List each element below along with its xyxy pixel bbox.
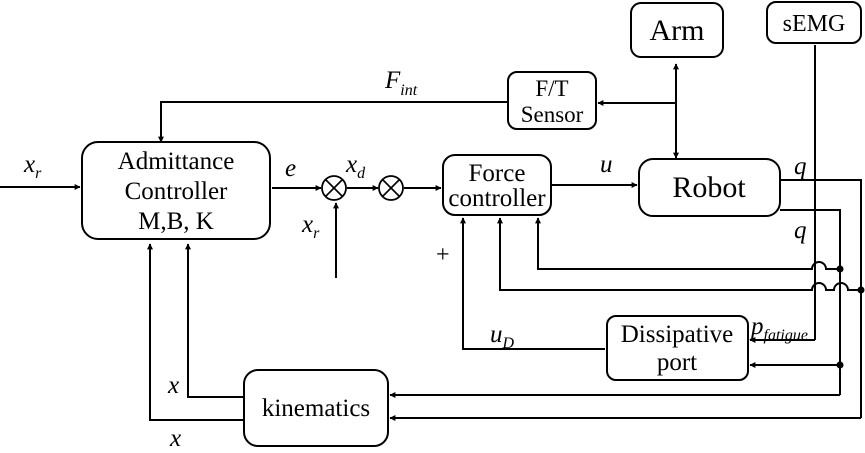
kin-to-adm-x-lower <box>147 243 244 421</box>
x-kin-lower-label: x <box>169 425 181 452</box>
summing-junction-2 <box>378 175 404 201</box>
ud-label: uD <box>490 321 515 352</box>
plus-sign: + <box>436 242 450 268</box>
summing-junction-1 <box>321 175 347 201</box>
fint-label: Fint <box>384 67 418 99</box>
xr-input-label: xr <box>23 151 42 182</box>
q-bottom-rail <box>780 209 841 395</box>
ud-arrow <box>460 217 605 350</box>
xd-label: xd <box>345 151 366 182</box>
q-top-label: q <box>794 153 807 180</box>
admittance-label-line3: M,B, K <box>138 208 214 235</box>
fint-feedback-arrow <box>158 101 508 143</box>
force-controller-label-line2: controller <box>448 185 546 212</box>
junction-dot <box>836 361 844 369</box>
dissipative-label-line2: port <box>657 349 697 376</box>
q-top-rail <box>780 179 862 418</box>
robot-label: Robot <box>672 171 746 204</box>
junction-dots <box>836 265 865 369</box>
semg-block: sEMG <box>766 1 862 44</box>
robot-block: Robot <box>638 158 781 217</box>
junction-dot <box>857 286 865 294</box>
force-controller-block: Force controller <box>442 154 552 216</box>
force-feedback-1 <box>535 217 840 270</box>
ft-sensor-block: F/T Sensor <box>507 71 597 130</box>
xr-sum-label: xr <box>301 211 320 242</box>
admittance-controller-block: Admittance Controller M,B, K <box>81 141 271 240</box>
x-kin-upper-label: x <box>167 372 179 399</box>
dissipative-label-line1: Dissipative <box>621 321 734 348</box>
ft-sensor-label-line1: F/T <box>535 76 568 101</box>
q-bottom-label: q <box>794 217 807 244</box>
junction-dot <box>836 265 844 273</box>
force-controller-label-line1: Force <box>469 160 526 187</box>
dissipative-port-block: Dissipative port <box>606 315 749 381</box>
arm-label: Arm <box>650 14 705 47</box>
force-feedback-2 <box>497 217 861 291</box>
kin-to-adm-x-upper <box>185 243 244 398</box>
e-label: e <box>285 155 296 182</box>
admittance-label-line1: Admittance <box>118 148 235 175</box>
u-label: u <box>600 151 613 178</box>
kinematics-label: kinematics <box>262 395 370 422</box>
semg-label: sEMG <box>783 11 846 37</box>
admittance-label-line2: Controller <box>125 178 228 205</box>
arm-block: Arm <box>630 2 724 58</box>
connection-lines <box>0 45 862 421</box>
kinematics-block: kinematics <box>243 369 389 447</box>
ft-sensor-label-line2: Sensor <box>521 102 584 127</box>
pfatigue-label: pfatigue <box>749 313 808 344</box>
